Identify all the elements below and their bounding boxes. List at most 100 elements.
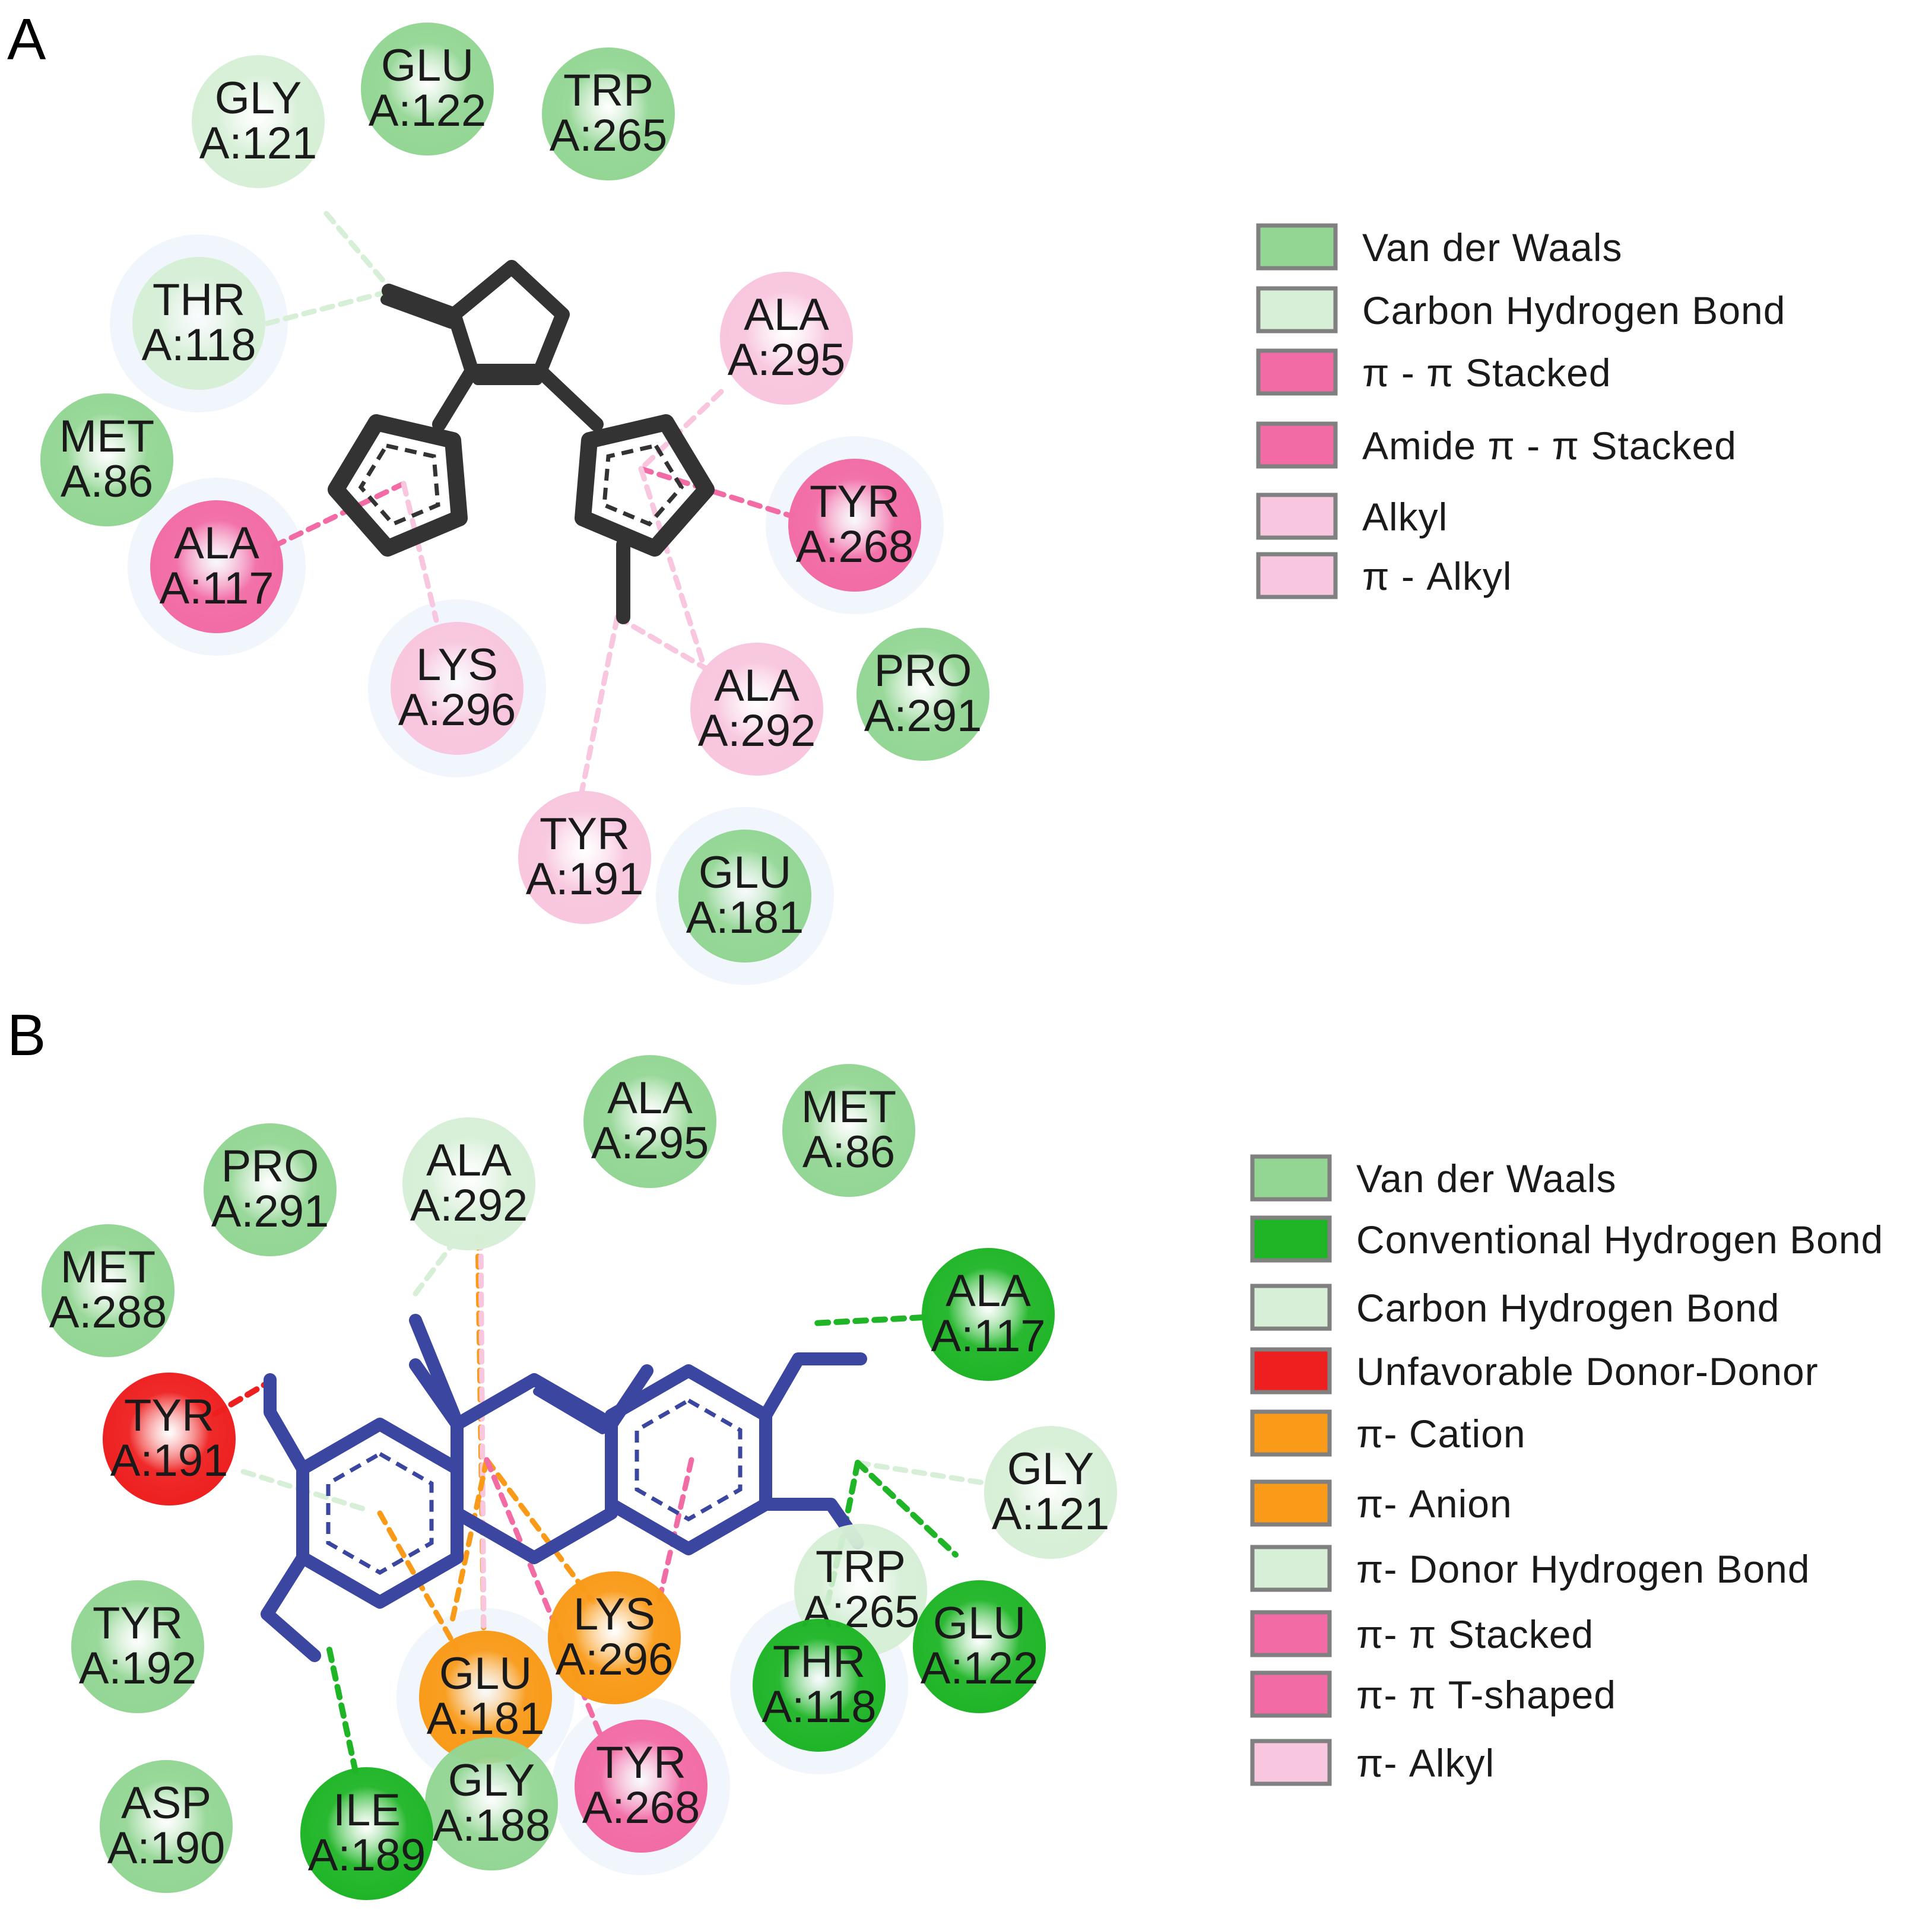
residue-name: MET	[61, 1242, 156, 1292]
residue-id: A:268	[582, 1783, 700, 1833]
legend-label: Carbon Hydrogen Bond	[1356, 1286, 1779, 1330]
legend-item: Van der Waals	[1250, 1154, 1616, 1202]
legend-item: π - Alkyl	[1256, 552, 1512, 599]
residue-name: TRP	[816, 1542, 906, 1592]
legend-swatch	[1256, 552, 1338, 599]
residue-name: GLY	[1007, 1444, 1094, 1494]
aromatic-ring-left	[358, 443, 440, 527]
residue-disc	[583, 1055, 716, 1188]
legend-item: π- Alkyl	[1250, 1739, 1495, 1786]
residue-name: GLU	[381, 40, 474, 91]
residue-id: A:117	[931, 1311, 1046, 1361]
legend-item: Conventional Hydrogen Bond	[1250, 1215, 1883, 1263]
residue-name: GLU	[933, 1598, 1026, 1648]
residue-name: LYS	[573, 1589, 655, 1640]
carbon-h-bond-line	[323, 211, 395, 294]
residue-id: A:118	[762, 1682, 877, 1732]
ch2-oh-bond-left-bottom	[261, 1551, 321, 1662]
legend-swatch	[1256, 286, 1338, 333]
residue-disc	[720, 272, 853, 405]
cyclopentene-ring	[447, 260, 570, 378]
residue-name: LYS	[416, 640, 498, 690]
residue-id: A:118	[142, 320, 256, 370]
residue-id: A:121	[992, 1489, 1110, 1539]
residue-disc	[782, 1064, 915, 1197]
residue-disc	[192, 55, 325, 188]
linker-bond	[432, 364, 479, 431]
legend-item: π- π T-shaped	[1250, 1670, 1616, 1718]
legend-swatch	[1250, 1409, 1332, 1457]
residue-name: ASP	[121, 1778, 211, 1828]
legend-swatch	[1256, 223, 1338, 271]
legend-swatch	[1256, 421, 1338, 469]
panel-label: A	[7, 7, 46, 72]
residue-disc	[753, 1619, 886, 1752]
pi-pi-stacked-line	[271, 481, 407, 549]
residue-disc	[391, 622, 524, 755]
residue-disc	[71, 1580, 204, 1713]
ch2-oh-bond-left-top	[264, 1373, 309, 1475]
pi-anion-line	[448, 1457, 490, 1629]
conventional-h-bond-line	[810, 1314, 926, 1326]
legend-item: π- Cation	[1250, 1409, 1526, 1457]
residue-name: ALA	[946, 1266, 1031, 1316]
alkyl-line	[579, 614, 620, 795]
legend-label: Amide π - π Stacked	[1362, 424, 1737, 468]
legend-item: π- π Stacked	[1250, 1610, 1593, 1657]
residue-name: THR	[153, 275, 245, 325]
legend-item: Carbon Hydrogen Bond	[1256, 286, 1785, 333]
panel-label: B	[7, 1002, 46, 1068]
pi-pi-stacked-line	[638, 466, 795, 519]
residue-disc	[788, 459, 921, 592]
residue-id: A:189	[308, 1830, 426, 1881]
residue-name: GLU	[439, 1648, 532, 1699]
residue-name: GLY	[448, 1755, 535, 1806]
legend-item: Unfavorable Donor-Donor	[1250, 1347, 1818, 1395]
residue-id: A:192	[79, 1643, 197, 1694]
residue-disc	[204, 1123, 337, 1256]
residue-disc	[922, 1248, 1055, 1381]
exocyclic-double-bond	[409, 1314, 461, 1422]
legend-label: π- Alkyl	[1356, 1741, 1495, 1785]
pyrrole-ring-left	[328, 414, 468, 557]
carbon-h-bond-line	[855, 1460, 991, 1486]
legend-item: Amide π - π Stacked	[1256, 421, 1737, 469]
residue-id: A:181	[427, 1694, 545, 1744]
pi-pi-stacked-line	[656, 1457, 694, 1605]
legend-swatch	[1256, 493, 1338, 540]
residue-name: MET	[801, 1082, 896, 1132]
legend-label: π- Cation	[1356, 1412, 1526, 1456]
